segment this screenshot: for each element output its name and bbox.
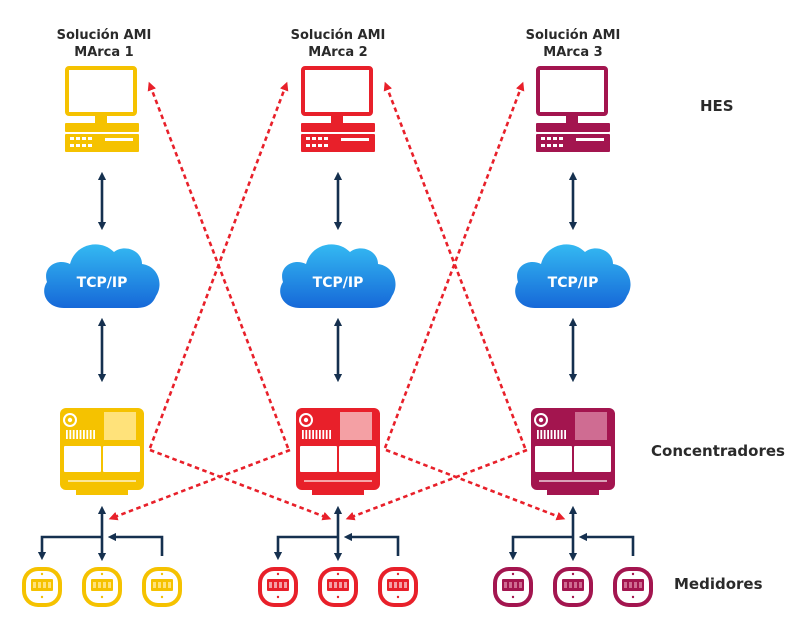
node-layer: TCP/IP TCP/IP TCP/IP (22, 66, 653, 607)
vendor-title-3: Solución AMI MArca 3 (493, 27, 653, 61)
cloud-icon: TCP/IP (280, 244, 396, 308)
cloud-label: TCP/IP (77, 275, 128, 291)
branch-left-arrow (508, 535, 573, 561)
crosslink-c1-hes2 (148, 81, 289, 449)
hes-server-icon (301, 66, 375, 152)
cloud-icon: TCP/IP (44, 244, 160, 308)
meter-icon (613, 567, 653, 607)
vendor-title-line2: MArca 2 (308, 45, 368, 60)
hes-server-icon (536, 66, 610, 152)
branch-right-arrow (578, 532, 635, 556)
meter-icon (318, 567, 358, 607)
cross-link-layer (108, 81, 566, 521)
branch-left-arrow (37, 535, 102, 561)
hes-server-icon (65, 66, 139, 152)
vendor-title-2: Solución AMI MArca 2 (258, 27, 418, 61)
crosslink-c2-hes3 (383, 81, 525, 449)
cloud-label: TCP/IP (548, 275, 599, 291)
link-layer (37, 171, 635, 562)
meter-icon (553, 567, 593, 607)
cloud-icon: TCP/IP (515, 244, 631, 308)
branch-right-arrow (107, 532, 164, 556)
vendor-title-line2: MArca 1 (74, 45, 134, 60)
row-label-hes: HES (700, 97, 734, 115)
branch-left-arrow (273, 535, 338, 561)
meter-icon (22, 567, 62, 607)
meter-icon (258, 567, 298, 607)
concentrator-icon (60, 408, 144, 495)
meter-icon (142, 567, 182, 607)
crosslink-c3-hes2 (383, 81, 527, 449)
vendor-title-line1: Solución AMI (290, 28, 386, 43)
vendor-title-line1: Solución AMI (56, 28, 152, 43)
row-label-medidores: Medidores (674, 575, 763, 593)
meter-icon (378, 567, 418, 607)
meter-icon (493, 567, 533, 607)
vendor-title-1: Solución AMI MArca 1 (24, 27, 184, 61)
concentrator-icon (531, 408, 615, 495)
row-label-concentradores: Concentradores (651, 442, 785, 460)
branch-right-arrow (343, 532, 400, 556)
meter-icon (82, 567, 122, 607)
vendor-title-line2: MArca 3 (543, 45, 603, 60)
concentrator-icon (296, 408, 380, 495)
vendor-title-line1: Solución AMI (525, 28, 621, 43)
cloud-label: TCP/IP (313, 275, 364, 291)
